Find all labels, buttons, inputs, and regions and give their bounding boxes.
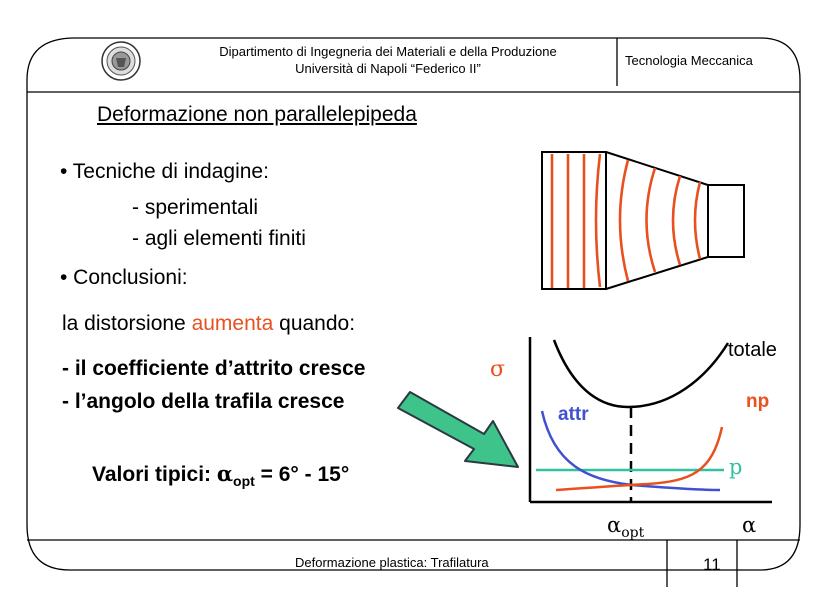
typical-pre: Valori tipici: bbox=[92, 463, 217, 486]
typical-sub: opt bbox=[233, 473, 255, 490]
chart-opt-label: αopt bbox=[607, 513, 644, 541]
label-p: p bbox=[729, 455, 743, 479]
stress-angle-chart bbox=[528, 337, 772, 504]
typical-alpha: α bbox=[216, 461, 234, 486]
label-totale: totale bbox=[728, 339, 777, 361]
green-arrow-icon bbox=[397, 391, 519, 468]
course-name: Tecnologia Meccanica bbox=[625, 53, 753, 68]
footer-text: Deformazione plastica: Trafilatura bbox=[295, 555, 489, 570]
condition-angle: - l’angolo della trafila cresce bbox=[62, 390, 345, 413]
technique-finite-elements: - agli elementi finiti bbox=[132, 227, 306, 250]
chart-y-symbol: σ bbox=[490, 357, 506, 382]
slide-title: Deformazione non parallelepipeda bbox=[97, 103, 417, 126]
university-name: Università di Napoli “Federico II” bbox=[295, 61, 481, 76]
bullet-techniques: • Tecniche di indagine: bbox=[60, 160, 269, 183]
typical-post: = 6° - 15° bbox=[254, 463, 350, 486]
department-name: Dipartimento di Ingegneria dei Materiali… bbox=[219, 44, 557, 59]
die-deformation-diagram bbox=[541, 151, 745, 290]
distortion-keyword: aumenta bbox=[191, 312, 274, 335]
distortion-statement: la distorsione aumenta quando: bbox=[62, 312, 355, 336]
distortion-post: quando: bbox=[273, 312, 356, 335]
opt-alpha: α bbox=[607, 513, 622, 537]
chart-x-symbol: α bbox=[742, 513, 757, 537]
opt-sub: opt bbox=[621, 525, 645, 542]
page-number: 11 bbox=[703, 555, 721, 574]
label-np: np bbox=[746, 391, 770, 412]
curve-np bbox=[555, 426, 724, 492]
distortion-pre: la distorsione bbox=[62, 312, 192, 335]
curve-totale bbox=[552, 339, 730, 409]
bullet-conclusions: • Conclusioni: bbox=[60, 266, 188, 289]
typical-values: Valori tipici: αopt = 6° - 15° bbox=[92, 461, 349, 489]
technique-experimental: - sperimentali bbox=[132, 196, 259, 219]
label-attr: attr bbox=[558, 404, 589, 425]
university-seal-icon bbox=[101, 41, 141, 81]
condition-friction: - il coefficiente d’attrito cresce bbox=[62, 357, 366, 380]
header-institution: Dipartimento di Ingegneria dei Materiali… bbox=[180, 43, 596, 77]
